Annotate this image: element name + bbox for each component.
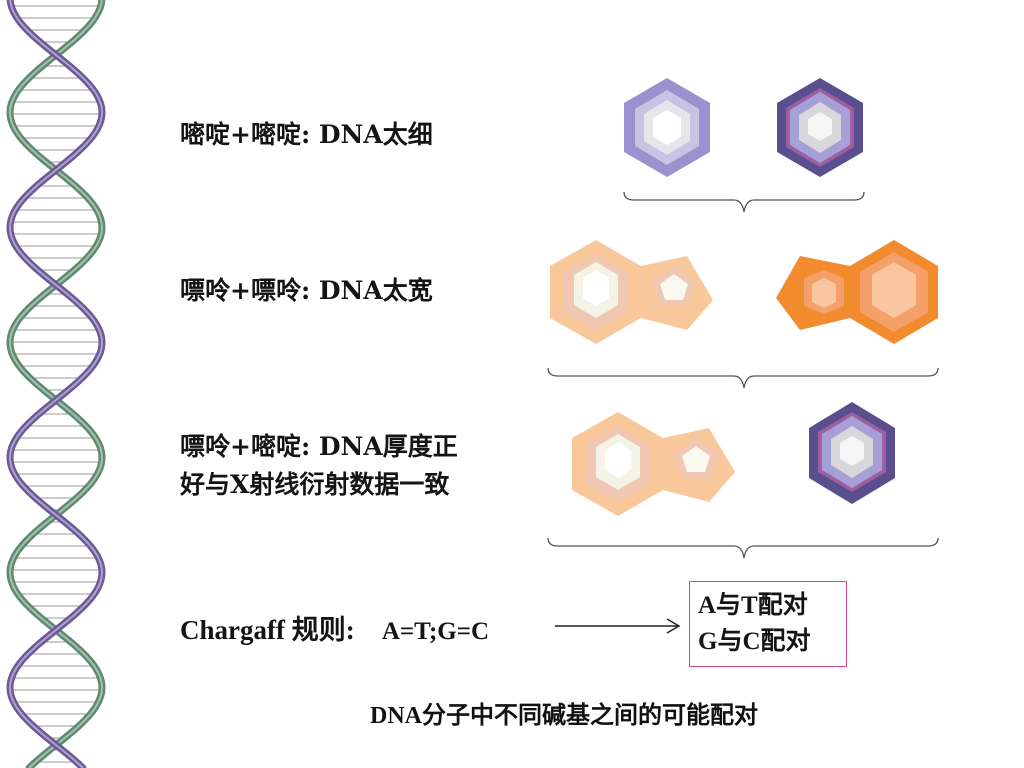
pyrimidine-pyrimidine-label: 嘧啶+嘧啶: DNA太细: [180, 120, 433, 149]
helix-strand-green: [6, 0, 106, 768]
pyrimidine-hexagon-dark: [777, 78, 863, 177]
purine-light-row-3: [572, 412, 735, 516]
purine-light: [550, 240, 713, 344]
pairing-at: A与T配对: [698, 592, 808, 619]
pairing-gc: G与C配对: [698, 628, 811, 655]
helix-strand-purple: [6, 0, 106, 768]
chargaff-rule-line: Chargaff 规则: A=T;G=C: [180, 608, 489, 647]
figure-caption: DNA分子中不同碱基之间的可能配对: [370, 703, 758, 729]
dna-helix-decoration: [6, 0, 106, 768]
arrow-icon: [555, 618, 681, 634]
pyrimidine-dark-row-3: [809, 402, 895, 504]
bracket-row-2: [547, 367, 939, 389]
pairing-box: A与T配对 G与C配对: [689, 581, 847, 667]
helix-strand-highlight: [8, 0, 104, 768]
pyrimidine-hexagon-light: [624, 78, 710, 177]
purine-purine-label: 嘌呤+嘌呤: DNA太宽: [180, 276, 433, 305]
chargaff-rule-text: Chargaff 规则:: [180, 615, 355, 645]
purine-dark: [776, 240, 938, 344]
purine-pyrimidine-label: 嘌呤+嘧啶: DNA厚度正 好与X射线衍射数据一致: [180, 432, 458, 499]
bracket-row-3: [547, 537, 939, 559]
helix-strand-highlight: [8, 0, 104, 768]
bracket-row-1: [623, 191, 865, 213]
chargaff-equation: A=T;G=C: [381, 618, 490, 645]
